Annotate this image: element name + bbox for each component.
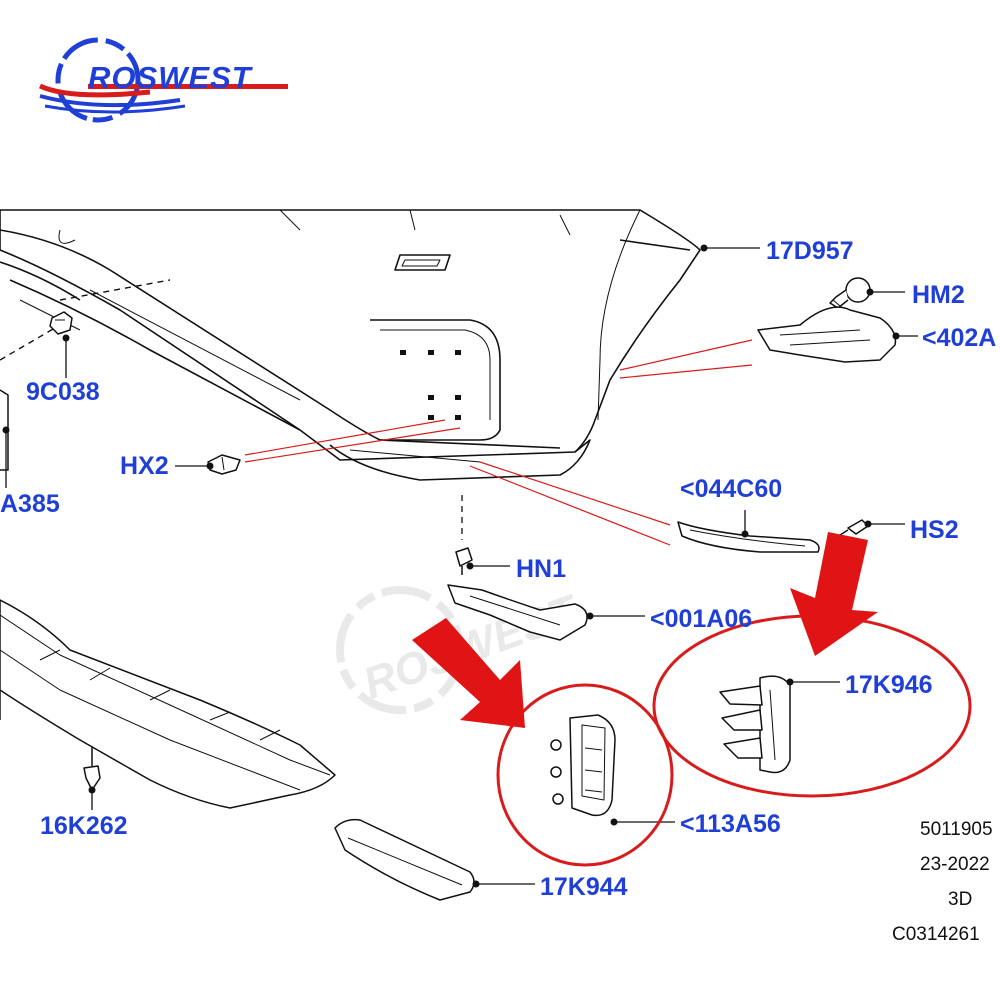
callout-hx2: HX2: [120, 452, 169, 480]
logo-wordmark: ROSWEST: [88, 60, 252, 95]
vent-113a56: [550, 714, 616, 817]
highlight-arrows: [412, 532, 878, 728]
callout-hn1: HN1: [516, 555, 567, 583]
lower-diffuser: [0, 599, 336, 809]
grille-insert-17k946: [719, 675, 791, 774]
clip-9c038: [49, 311, 73, 335]
bracket-402a: [757, 306, 897, 363]
callout-17k946: 17K946: [845, 671, 933, 699]
hm2-pin: [829, 277, 871, 309]
callout-hm2: HM2: [912, 281, 965, 309]
diagram-ref: C0314261: [892, 924, 980, 945]
clip-hx2: [207, 454, 241, 475]
red-arrow-right: [790, 532, 878, 656]
rear-bumper-cover: [0, 209, 701, 481]
leader-dots: [2, 244, 900, 888]
callout-hs2: HS2: [910, 516, 959, 544]
trim-strip-044c60: [677, 521, 820, 553]
red-arrow-left: [412, 618, 525, 728]
bracket-001a06: [447, 584, 588, 641]
callout-17d957: 17D957: [766, 237, 854, 265]
callout-402a: <402A: [922, 324, 997, 352]
clip-hn1: [455, 547, 473, 575]
diagram-code: 5011905: [920, 819, 993, 840]
callout-113a56: <113A56: [680, 810, 781, 838]
diagram-date: 23-2022: [920, 854, 990, 875]
highlight-circle-113a56: [496, 683, 674, 867]
diagram-view: 3D: [948, 889, 973, 910]
callout-044c60: <044C60: [680, 475, 783, 503]
callout-001a06: <001A06: [650, 605, 753, 633]
callout-a385: A385: [0, 490, 60, 518]
callout-16k262: 16K262: [40, 812, 128, 840]
callout-17k944: 17K944: [540, 873, 628, 901]
trim-17k944: [334, 818, 475, 901]
callout-9c038: 9C038: [26, 378, 100, 406]
roswest-logo: [38, 37, 288, 123]
projection-lines: [244, 339, 753, 546]
